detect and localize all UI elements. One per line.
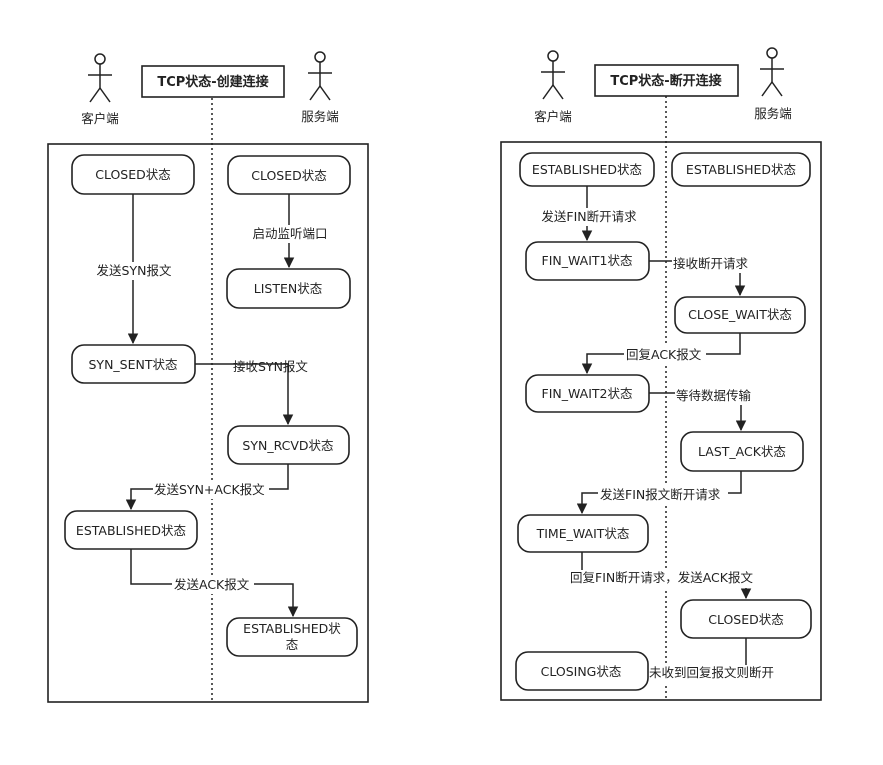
- state-client-closed-label: CLOSED状态: [95, 167, 171, 182]
- state-close-wait: [674, 296, 806, 334]
- server-actor-icon: [760, 47, 784, 97]
- state-client-established-label: ESTABLISHED状态: [76, 523, 186, 538]
- disconnect-title: TCP状态-断开连接: [610, 73, 721, 89]
- connect-title-box: [141, 65, 285, 98]
- state-syn-rcvd: [227, 425, 350, 465]
- disconnect-frame: [500, 141, 822, 701]
- state-server-closed: [680, 599, 812, 639]
- connect-title: TCP状态-创建连接: [157, 74, 268, 90]
- label-send-ack: 发送ACK报文: [174, 577, 250, 592]
- label-recv-close: 接收断开请求: [673, 256, 749, 271]
- state-time-wait-label: TIME_WAIT状态: [536, 526, 630, 541]
- disconnect-client-label: 客户端: [534, 109, 572, 124]
- state-client-established-label: ESTABLISHED状态: [532, 162, 642, 177]
- disconnect-server-label: 服务端: [754, 106, 792, 121]
- connect-panel: 客户端 服务端 TCP状态-创建连接 发送SYN报文 启动监听端口 接收SYN报…: [47, 51, 369, 703]
- label-wait-data: 等待数据传输: [676, 388, 752, 403]
- state-closing: [515, 651, 649, 691]
- label-listen-port: 启动监听端口: [252, 226, 327, 241]
- client-actor-icon: [541, 50, 565, 100]
- state-syn-rcvd-label: SYN_RCVD状态: [242, 438, 333, 453]
- edge-recv-syn: [195, 363, 294, 426]
- state-last-ack-label: LAST_ACK状态: [698, 444, 786, 459]
- label-no-reply-close: 未收到回复报文则断开: [649, 665, 774, 680]
- state-syn-sent: [71, 344, 196, 384]
- state-close-wait-label: CLOSE_WAIT状态: [688, 307, 792, 322]
- connect-server-label: 服务端: [301, 109, 339, 124]
- label-send-fin-close: 发送FIN报文断开请求: [600, 487, 721, 502]
- state-client-established: [64, 510, 198, 550]
- disconnect-panel: 客户端 服务端 TCP状态-断开连接 发送FIN断开请求 接收断开请求 回复AC…: [500, 47, 822, 701]
- state-server-established: [226, 617, 358, 657]
- state-listen: [226, 268, 351, 309]
- label-reply-ack: 回复ACK报文: [626, 347, 702, 362]
- state-server-established: [671, 152, 811, 187]
- label-send-fin: 发送FIN断开请求: [541, 209, 637, 224]
- label-send-syn: 发送SYN报文: [97, 263, 172, 278]
- state-server-closed: [227, 155, 351, 195]
- state-client-established: [519, 152, 655, 187]
- state-fin-wait2-label: FIN_WAIT2状态: [542, 386, 633, 401]
- server-actor-icon: [308, 51, 332, 101]
- connect-frame: [47, 143, 369, 703]
- state-fin-wait2: [525, 374, 650, 413]
- state-fin-wait1-label: FIN_WAIT1状态: [542, 253, 633, 268]
- state-server-closed-label: CLOSED状态: [251, 168, 327, 183]
- state-syn-sent-label: SYN_SENT状态: [89, 357, 178, 372]
- state-time-wait: [517, 514, 649, 553]
- state-last-ack: [680, 431, 804, 472]
- label-send-syn-ack: 发送SYN+ACK报文: [154, 482, 265, 497]
- state-closing-label: CLOSING状态: [541, 664, 622, 679]
- state-server-closed-label: CLOSED状态: [708, 612, 784, 627]
- disconnect-title-box: [594, 64, 739, 97]
- state-client-closed: [71, 154, 195, 195]
- label-recv-syn: 接收SYN报文: [233, 359, 308, 374]
- state-server-established-label-2: 态: [286, 637, 299, 652]
- state-server-established-label-1: ESTABLISHED状: [243, 621, 341, 636]
- client-actor-icon: [88, 53, 112, 103]
- state-fin-wait1: [525, 241, 650, 281]
- state-listen-label: LISTEN状态: [254, 281, 322, 296]
- label-reply-fin-ack: 回复FIN断开请求，发送ACK报文: [570, 570, 753, 585]
- state-server-established-label: ESTABLISHED状态: [686, 162, 796, 177]
- connect-client-label: 客户端: [81, 111, 119, 126]
